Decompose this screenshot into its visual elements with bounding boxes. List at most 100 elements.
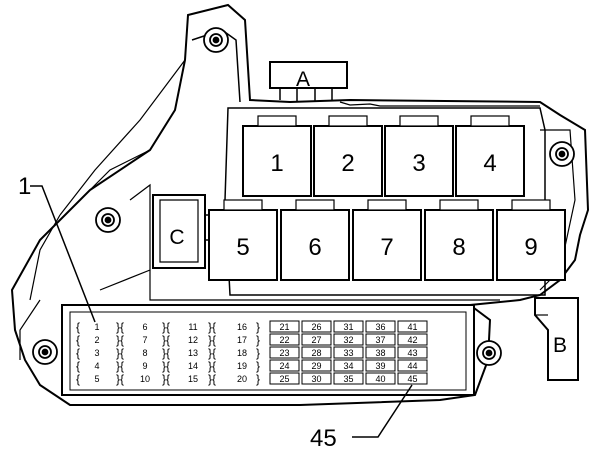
fuse-number: 16 bbox=[237, 322, 247, 332]
relay-2: 2 bbox=[313, 115, 383, 197]
fuse-bracket: } bbox=[256, 333, 260, 347]
fuse-bracket: }{ bbox=[116, 372, 124, 386]
fuse-number: 12 bbox=[188, 335, 198, 345]
callout-1: 1 bbox=[18, 173, 96, 323]
maxi-fuse-number: 41 bbox=[407, 322, 417, 332]
fuse-bracket: }{ bbox=[208, 359, 216, 373]
housing-rib bbox=[29, 214, 61, 301]
housing-rib bbox=[79, 149, 151, 201]
fuse-bracket: } bbox=[256, 372, 260, 386]
fuse-number: 2 bbox=[94, 335, 99, 345]
connector-b: B bbox=[534, 297, 579, 381]
maxi-fuse-number: 29 bbox=[311, 361, 321, 371]
fuse-number: 11 bbox=[188, 322, 197, 332]
bolt-icon bbox=[32, 339, 58, 365]
callout-1-label: 1 bbox=[18, 173, 31, 200]
maxi-fuse-number: 25 bbox=[279, 374, 289, 384]
fuse-bracket: { bbox=[76, 333, 80, 347]
relay-6: 6 bbox=[280, 199, 350, 281]
relay-number: 4 bbox=[483, 150, 496, 177]
maxi-fuse-number: 28 bbox=[311, 348, 321, 358]
fuse-bracket: }{ bbox=[162, 359, 170, 373]
maxi-fuse-number: 22 bbox=[279, 335, 289, 345]
maxi-fuse-number: 43 bbox=[407, 348, 417, 358]
fuse-bracket: { bbox=[76, 359, 80, 373]
fuse-number: 18 bbox=[237, 348, 247, 358]
fuse-column-4: }{ }{ }{ }{ }{ 16 17 18 19 20 } } } } } bbox=[208, 320, 260, 386]
fuse-bracket: }{ bbox=[162, 372, 170, 386]
fuse-bracket: }{ bbox=[208, 346, 216, 360]
fuse-number: 17 bbox=[237, 335, 247, 345]
maxi-fuse-number: 26 bbox=[311, 322, 321, 332]
relay-row-top: 1 2 3 4 bbox=[242, 115, 525, 197]
relay-1: 1 bbox=[242, 115, 312, 197]
fuse-bracket: } bbox=[256, 320, 260, 334]
maxi-fuse-number: 23 bbox=[279, 348, 289, 358]
relay-number: 6 bbox=[308, 234, 321, 261]
maxi-fuse-number: 40 bbox=[375, 374, 385, 384]
fuse-bracket: }{ bbox=[116, 346, 124, 360]
fuse-number: 9 bbox=[142, 361, 147, 371]
fuse-number: 7 bbox=[142, 335, 147, 345]
maxi-fuse-number: 32 bbox=[343, 335, 353, 345]
maxi-fuse-number: 33 bbox=[343, 348, 353, 358]
fuse-bracket: } bbox=[256, 359, 260, 373]
relay-number: 9 bbox=[524, 234, 537, 261]
bolt-icon bbox=[549, 141, 575, 167]
maxi-fuse-number: 42 bbox=[407, 335, 417, 345]
fuse-number: 6 bbox=[142, 322, 147, 332]
fuse-number: 20 bbox=[237, 374, 247, 384]
callout-45: 45 bbox=[310, 384, 413, 452]
relay-3: 3 bbox=[384, 115, 454, 197]
fuse-panel: { { { { { 1 2 3 4 5 }{ }{ }{ }{ }{ 6 7 8… bbox=[61, 304, 475, 396]
relay-5: 5 bbox=[208, 199, 278, 281]
fuse-panel-inner bbox=[69, 311, 467, 391]
relay-number: 2 bbox=[341, 150, 354, 177]
maxi-fuse-number: 36 bbox=[375, 322, 385, 332]
maxi-fuse-number: 34 bbox=[343, 361, 353, 371]
fuse-bracket: }{ bbox=[116, 320, 124, 334]
fuse-bracket: } bbox=[256, 346, 260, 360]
connector-b-label: B bbox=[553, 334, 567, 357]
maxi-fuse-number: 24 bbox=[279, 361, 289, 371]
relay-number: 8 bbox=[452, 234, 465, 261]
fuse-column-3: }{ }{ }{ }{ }{ 11 12 13 14 15 bbox=[162, 320, 198, 386]
fuse-number: 10 bbox=[140, 374, 150, 384]
housing-rib bbox=[59, 59, 186, 216]
relay-row-bottom: 5 6 7 8 9 bbox=[208, 199, 566, 281]
fuse-bracket: }{ bbox=[208, 372, 216, 386]
fuse-bracket: }{ bbox=[208, 333, 216, 347]
maxi-fuse-number: 31 bbox=[343, 322, 353, 332]
fuse-bracket: }{ bbox=[208, 320, 216, 334]
relay-number: 3 bbox=[412, 150, 425, 177]
fuse-number: 3 bbox=[94, 348, 99, 358]
maxi-fuse-number: 45 bbox=[407, 374, 417, 384]
fuse-bracket: }{ bbox=[116, 333, 124, 347]
housing-rib bbox=[99, 183, 151, 291]
housing-rib bbox=[19, 299, 41, 360]
maxi-fuse-labels: 21 22 23 24 25 26 27 28 29 30 31 32 33 3… bbox=[279, 322, 417, 384]
maxi-fuse-number: 44 bbox=[407, 361, 417, 371]
maxi-fuse-number: 30 bbox=[311, 374, 321, 384]
fuse-bracket: { bbox=[76, 320, 80, 334]
callout-45-label: 45 bbox=[310, 425, 337, 452]
fuse-bracket: { bbox=[76, 372, 80, 386]
relay-9: 9 bbox=[496, 199, 566, 281]
relay-number: 7 bbox=[380, 234, 393, 261]
connector-c-label: C bbox=[169, 226, 184, 249]
maxi-fuse-number: 38 bbox=[375, 348, 385, 358]
fuse-column-2: }{ }{ }{ }{ }{ 6 7 8 9 10 bbox=[116, 320, 150, 386]
maxi-fuse-number: 35 bbox=[343, 374, 353, 384]
top-ridge bbox=[339, 101, 540, 107]
connector-a: A bbox=[269, 61, 348, 102]
maxi-fuse-number: 37 bbox=[375, 335, 385, 345]
bolt-icon bbox=[203, 27, 229, 53]
bolts bbox=[32, 27, 575, 366]
fuse-number: 5 bbox=[94, 374, 99, 384]
fuse-number: 19 bbox=[237, 361, 247, 371]
bolt-icon bbox=[476, 340, 502, 366]
relay-4: 4 bbox=[455, 115, 525, 197]
fuse-bracket: }{ bbox=[116, 359, 124, 373]
